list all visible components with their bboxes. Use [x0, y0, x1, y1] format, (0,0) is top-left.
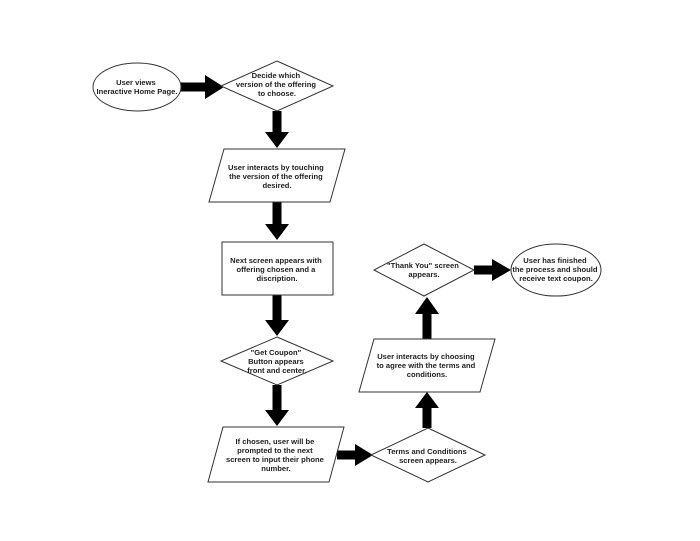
svg-text:User interacts by choosing: User interacts by choosing to agree with… — [377, 352, 478, 379]
node-thank-you-line-2: appears. — [408, 270, 439, 279]
node-if-chosen: If chosen, user will be prompted to the … — [207, 426, 345, 483]
edge-agree-to-thank-you — [415, 297, 439, 339]
node-agree-line-1: User interacts by choosing — [377, 352, 475, 361]
svg-text:"Get Coupon" Button appe: "Get Coupon" Button appears front and ce… — [247, 348, 307, 375]
node-next-screen-line-3: discription. — [257, 274, 298, 283]
edge-next-screen-to-get-coupon — [265, 295, 289, 336]
edge-decide-to-interact — [265, 111, 289, 148]
node-start-line-1: User views — [116, 78, 156, 87]
node-interact-touch-line-1: User interacts by touching — [228, 163, 324, 172]
node-interact-touch-line-3: desired. — [262, 181, 291, 190]
node-thank-you-line-1: "Thank You" screen — [387, 261, 459, 270]
svg-text:Decide which version of: Decide which version of the offering to … — [236, 71, 318, 98]
svg-text:Terms and Conditions scr: Terms and Conditions screen appears. — [387, 447, 469, 465]
node-agree: User interacts by choosing to agree with… — [358, 338, 496, 393]
node-get-coupon-line-1: "Get Coupon" — [251, 348, 302, 357]
node-start: User views Ineractive Home Page. — [92, 62, 182, 112]
svg-text:User has finished the pr: User has finished the process and should… — [512, 256, 599, 283]
node-decide-line-2: version of the offering — [236, 80, 317, 89]
svg-text:"Thank You" screen appea: "Thank You" screen appears. — [387, 261, 461, 279]
node-if-chosen-line-3: screen to input their phone — [226, 455, 324, 464]
node-decide-line-3: to choose. — [258, 89, 296, 98]
node-if-chosen-line-4: number. — [261, 464, 291, 473]
node-finished-line-1: User has finished — [523, 256, 587, 265]
svg-text:User interacts by touching: User interacts by touching the version o… — [228, 163, 326, 190]
node-agree-line-2: to agree with the terms and — [377, 361, 476, 370]
node-get-coupon-line-3: front and center. — [247, 366, 307, 375]
node-decide: Decide which version of the offering to … — [219, 60, 335, 112]
node-if-chosen-line-2: prompted to the next — [237, 446, 313, 455]
edge-thank-you-to-finished — [474, 259, 511, 281]
node-interact-touch: User interacts by touching the version o… — [208, 148, 346, 203]
node-agree-line-3: conditions. — [407, 370, 448, 379]
node-finished-line-2: the process and should — [512, 265, 598, 274]
edge-if-chosen-to-terms — [337, 444, 373, 466]
node-decide-line-1: Decide which — [252, 71, 301, 80]
edge-terms-to-agree — [415, 392, 439, 428]
node-terms-line-1: Terms and Conditions — [387, 447, 467, 456]
node-terms-line-2: screen appears. — [399, 456, 457, 465]
node-terms: Terms and Conditions screen appears. — [369, 427, 487, 483]
node-next-screen-line-2: offering chosen and a — [236, 265, 316, 274]
svg-text:User views Ineractive Ho: User views Ineractive Home Page. — [96, 78, 177, 96]
svg-text:Next screen appears with: Next screen appears with offering chosen… — [230, 256, 324, 283]
node-next-screen-line-1: Next screen appears with — [230, 256, 322, 265]
edge-interact-to-next-screen — [265, 202, 289, 240]
edge-start-to-decide — [180, 75, 224, 99]
node-interact-touch-line-2: the version of the offering — [229, 172, 323, 181]
node-start-line-2: Ineractive Home Page. — [96, 87, 177, 96]
edge-get-coupon-to-if-chosen — [265, 385, 289, 426]
node-thank-you: "Thank You" screen appears. — [372, 243, 476, 297]
node-finished: User has finished the process and should… — [510, 243, 602, 297]
node-if-chosen-line-1: If chosen, user will be — [235, 437, 314, 446]
svg-text:If chosen, user will be: If chosen, user will be prompted to the … — [226, 437, 326, 473]
node-get-coupon-line-2: Button appears — [248, 357, 304, 366]
node-finished-line-3: receive text coupon. — [519, 274, 592, 283]
node-next-screen: Next screen appears with offering chosen… — [221, 241, 334, 296]
node-get-coupon: "Get Coupon" Button appears front and ce… — [219, 336, 335, 386]
